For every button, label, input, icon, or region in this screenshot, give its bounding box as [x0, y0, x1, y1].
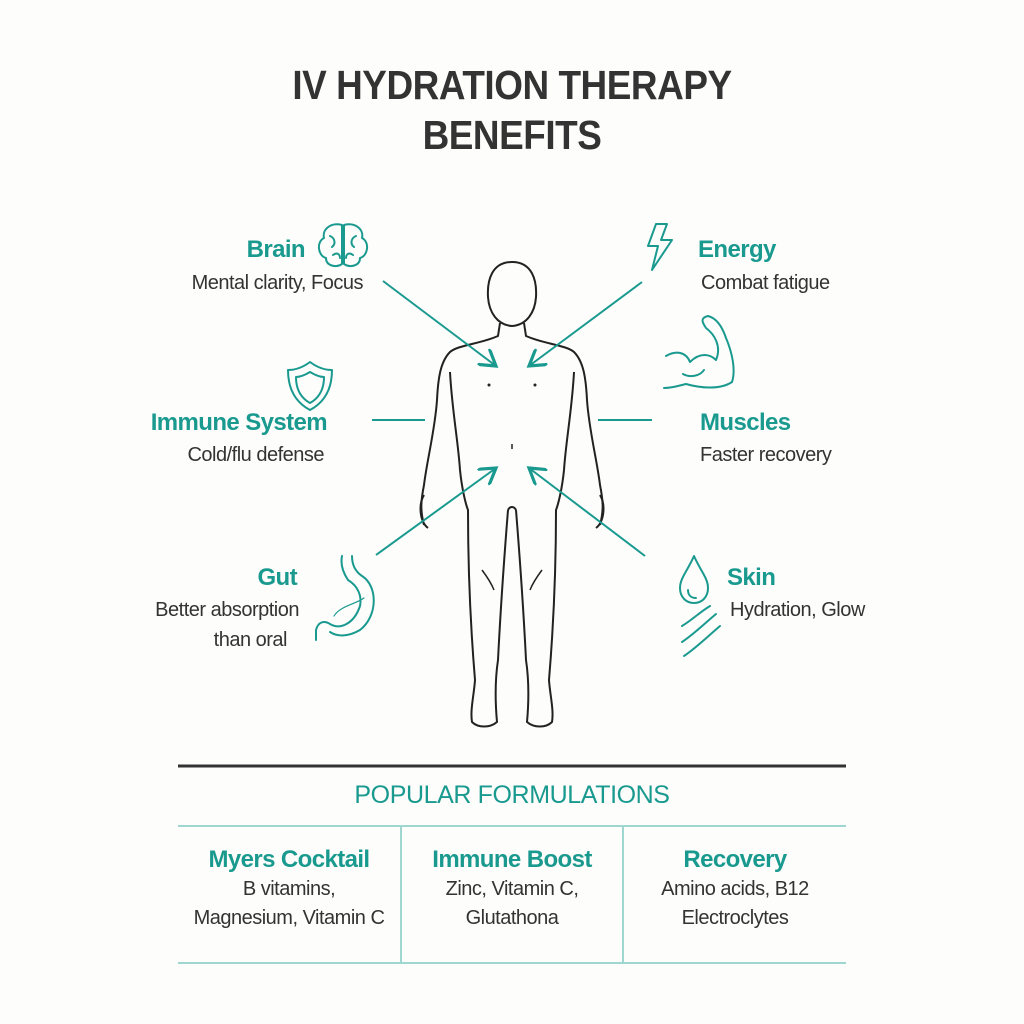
- muscles-label: Muscles: [700, 409, 791, 436]
- lightning-bolt-icon: [647, 223, 673, 271]
- brain-desc: Mental clarity, Focus: [191, 272, 364, 294]
- skin-desc: Hydration, Glow: [730, 599, 865, 621]
- formulation-immune-boost: Immune Boost Zinc, Vitamin C, Glutathona: [401, 846, 623, 931]
- skin-label: Skin: [727, 564, 776, 591]
- energy-label: Energy: [698, 236, 776, 263]
- brain-label: Brain: [246, 236, 306, 263]
- formulation-line: Amino acids, B12: [661, 878, 809, 900]
- energy-arrow: [529, 281, 643, 366]
- water-drop-icon: [679, 555, 709, 604]
- formulations-heading: POPULAR FORMULATIONS: [354, 781, 670, 809]
- title-line-1: IV HYDRATION THERAPY: [292, 62, 732, 108]
- skin-waves-icon: [681, 605, 721, 657]
- gut-desc-2: than oral: [213, 629, 288, 651]
- brain-arrow: [382, 280, 496, 366]
- formulation-recovery: Recovery Amino acids, B12 Electroclytes: [624, 846, 846, 931]
- energy-desc: Combat fatigue: [701, 272, 830, 294]
- formulation-name: Immune Boost: [432, 846, 592, 873]
- gut-desc-1: Better absorption: [155, 599, 299, 621]
- formulation-line: Glutathona: [465, 907, 559, 929]
- formulation-name: Recovery: [683, 846, 787, 873]
- flexed-arm-icon: [663, 315, 735, 389]
- stomach-icon: [315, 555, 375, 641]
- formulation-name: Myers Cocktail: [208, 846, 370, 873]
- formulation-line: Zinc, Vitamin C,: [445, 878, 579, 900]
- formulation-myers: Myers Cocktail B vitamins, Magnesium, Vi…: [178, 846, 400, 931]
- skin-arrow: [529, 468, 646, 557]
- gut-label: Gut: [257, 564, 297, 591]
- human-body-outline: [419, 261, 605, 728]
- formulation-line: Magnesium, Vitamin C: [193, 907, 385, 929]
- brain-icon: [318, 223, 368, 267]
- formulation-line: B vitamins,: [242, 878, 336, 900]
- gut-arrow: [375, 468, 496, 556]
- immune-label: Immune System: [150, 409, 328, 436]
- formulation-line: Electroclytes: [681, 907, 789, 929]
- muscles-desc: Faster recovery: [700, 444, 832, 466]
- immune-desc: Cold/flu defense: [187, 444, 324, 466]
- shield-icon: [287, 361, 333, 411]
- title-line-2: BENEFITS: [422, 112, 602, 158]
